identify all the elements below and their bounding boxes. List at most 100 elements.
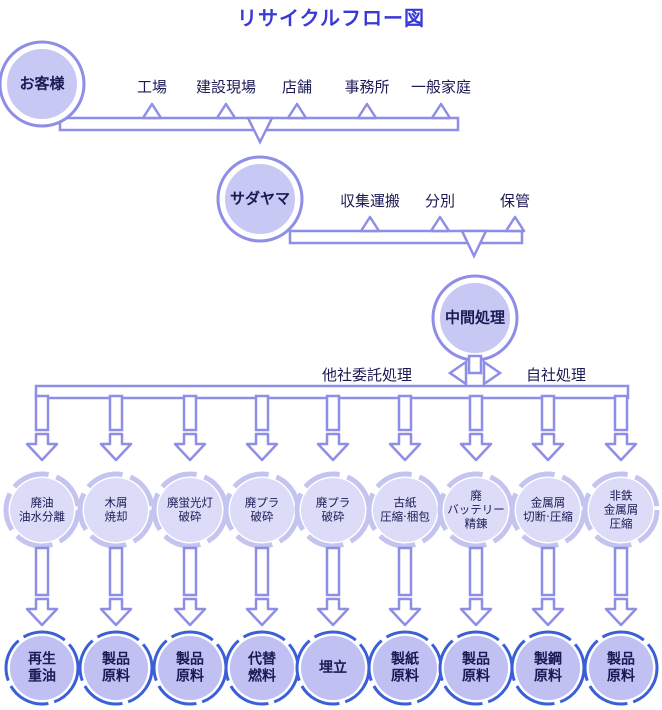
branch-arrow-5 [388, 432, 422, 462]
product-pipe-2 [182, 546, 198, 597]
product-pipe-0 [34, 546, 50, 597]
process-label-8-2: 圧縮 [610, 517, 633, 531]
product-pipe-3 [254, 546, 270, 597]
process-label-4-1: 破砕 [322, 510, 345, 524]
product-node-0 [10, 636, 74, 700]
branch-arrow-8 [604, 432, 638, 462]
product-arrow-1 [99, 597, 133, 627]
center-node [438, 281, 512, 355]
branch-pipe-3 [254, 394, 270, 432]
product-label-2-1: 原料 [176, 668, 204, 685]
step-label-office: 事務所 [344, 78, 390, 96]
company-node [223, 162, 297, 236]
process-label-1-0: 木屑 [105, 496, 128, 510]
process-label-1-1: 焼却 [105, 510, 128, 524]
process-node-7 [516, 478, 580, 542]
product-label-5-0: 製紙 [390, 651, 419, 668]
branch-arrow-2 [173, 432, 207, 462]
process-label-4-0: 廃プラ [316, 496, 351, 510]
product-label-8-0: 製品 [606, 651, 635, 668]
customer-step-marker-4 [430, 102, 452, 120]
branch-pipe-0 [34, 394, 50, 432]
process-node-2 [158, 478, 222, 542]
process-node-6 [444, 478, 508, 542]
product-label-4-0: 埋立 [319, 659, 347, 676]
branch-pipe-4 [325, 394, 341, 432]
process-label-7-0: 金属屑 [531, 496, 566, 510]
customer-step-marker-3 [356, 102, 378, 120]
product-node-1 [84, 636, 148, 700]
branch-pipe-1 [108, 394, 124, 432]
in-house-processing-label: 自社処理 [526, 366, 587, 384]
customer-node [5, 47, 79, 121]
product-label-8-1: 原料 [607, 668, 635, 685]
process-label-6-1: バッテリー [447, 503, 505, 517]
product-pipe-8 [613, 546, 629, 597]
process-node-8 [589, 478, 653, 542]
diagram-title: リサイクルフロー図 [237, 6, 425, 30]
product-arrow-8 [604, 597, 638, 627]
product-node-4 [301, 636, 365, 700]
product-pipe-5 [397, 546, 413, 597]
product-arrow-5 [388, 597, 422, 627]
outsourced-processing-label: 他社委託処理 [322, 366, 413, 384]
product-arrow-4 [316, 597, 350, 627]
branch-pipe-5 [397, 394, 413, 432]
step-label-sorting: 分別 [424, 192, 456, 210]
company-step-marker-1 [429, 215, 451, 233]
company-to-center-arrow [460, 229, 488, 259]
product-pipe-1 [108, 546, 124, 597]
product-label-7-0: 製鋼 [533, 651, 562, 668]
product-label-0-1: 重油 [28, 668, 56, 685]
branch-pipe-7 [540, 394, 556, 432]
process-label-6-0: 廃 [470, 489, 482, 503]
product-arrow-7 [531, 597, 565, 627]
step-label-factory: 工場 [136, 78, 168, 96]
process-label-3-0: 廃プラ [245, 496, 280, 510]
process-label-0-1: 油水分離 [19, 510, 65, 524]
process-label-2-1: 破砕 [179, 510, 202, 524]
product-node-8 [589, 636, 653, 700]
product-node-7 [516, 636, 580, 700]
customer-to-company-arrow [245, 116, 275, 145]
product-arrow-3 [245, 597, 279, 627]
branch-arrow-0 [25, 432, 59, 462]
step-label-store: 店舗 [281, 78, 313, 96]
product-label-7-1: 原料 [534, 668, 562, 685]
product-label-3-1: 燃料 [248, 668, 276, 685]
customer-step-marker-0 [141, 102, 163, 120]
branch-arrow-4 [316, 432, 350, 462]
product-label-3-0: 代替 [247, 651, 277, 668]
process-label-8-1: 金属屑 [604, 503, 639, 517]
outsourced-branch-arrow [447, 359, 468, 387]
branch-arrow-1 [99, 432, 133, 462]
process-label-7-1: 切断·圧縮 [523, 510, 573, 524]
in-house-branch-arrow [482, 359, 503, 387]
customer-step-marker-1 [215, 102, 237, 120]
process-node-3 [230, 478, 294, 542]
branch-pipe-6 [468, 394, 484, 432]
product-arrow-0 [25, 597, 59, 627]
step-label-storage: 保管 [499, 192, 531, 210]
company-pipe [288, 229, 524, 245]
process-node-5 [373, 478, 437, 542]
process-label-3-1: 破砕 [251, 510, 274, 524]
customer-step-marker-2 [286, 102, 308, 120]
product-label-2-0: 製品 [175, 651, 204, 668]
company-node-label: サダヤマ [230, 190, 290, 208]
process-node-0 [10, 478, 74, 542]
product-pipe-4 [325, 546, 341, 597]
center-node-label: 中間処理 [445, 309, 505, 327]
company-step-marker-0 [359, 215, 381, 233]
product-label-6-0: 製品 [461, 651, 490, 668]
product-node-2 [158, 636, 222, 700]
product-arrow-2 [173, 597, 207, 627]
branch-pipe-8 [613, 394, 629, 432]
step-label-collection-transport: 収集運搬 [339, 192, 401, 210]
branch-arrow-6 [459, 432, 493, 462]
process-node-4 [301, 478, 365, 542]
process-label-5-1: 圧縮·梱包 [380, 510, 430, 524]
branch-arrow-3 [245, 432, 279, 462]
